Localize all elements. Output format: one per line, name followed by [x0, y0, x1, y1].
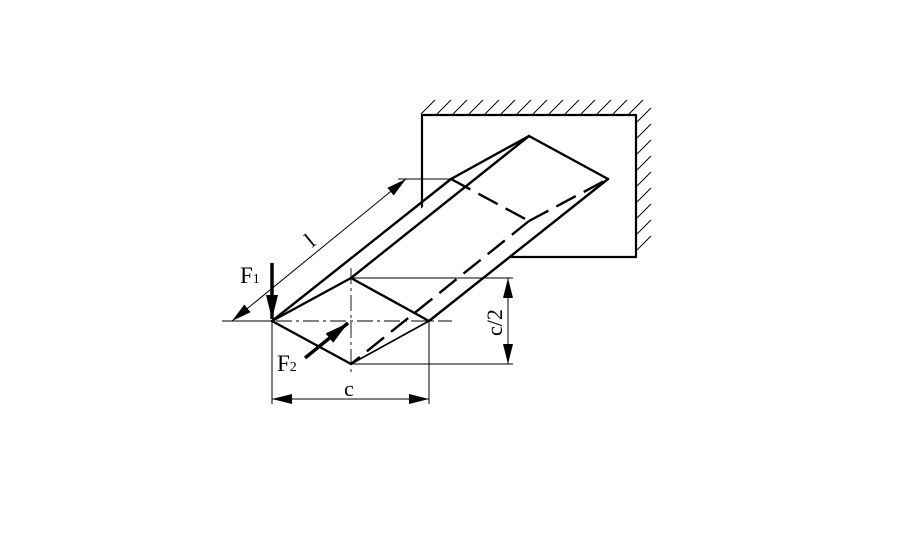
- force-f2-arrow: [303, 321, 350, 360]
- force-f2-label: F2: [277, 351, 297, 376]
- hidden-edges: [350, 177, 609, 365]
- width-label: c: [344, 376, 354, 401]
- beam-body: [272, 136, 608, 364]
- force-f2: F2: [277, 321, 350, 376]
- dimension-width: c: [271, 321, 430, 404]
- height-label: c/2: [482, 309, 507, 336]
- length-label: l: [299, 229, 319, 252]
- force-f1-label: F1: [240, 263, 260, 288]
- fixed-wall-support: [420, 99, 652, 259]
- force-f1: F1: [240, 263, 278, 319]
- dimension-height: c/2: [351, 277, 513, 365]
- wall-hatching: [420, 99, 652, 251]
